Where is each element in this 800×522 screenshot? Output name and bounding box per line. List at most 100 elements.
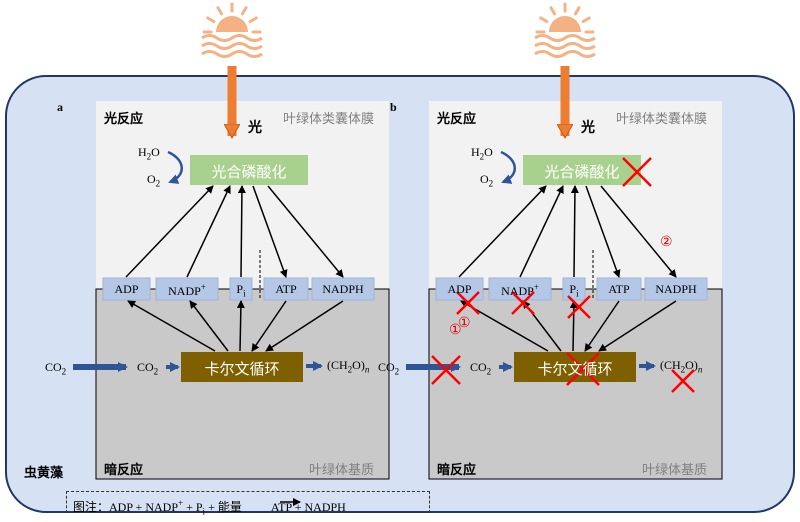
nadph-label-text: NADPH [322,282,364,296]
water-wave [201,50,263,58]
o2-o: O [480,172,489,186]
h2o-label: H2O [471,145,493,161]
legend-result: ATP + NADPH [267,500,346,514]
pi-label: Pi [563,282,585,298]
adp-label: ADP [436,282,483,297]
h2o-h: H [471,145,480,159]
o2-label: O2 [147,172,160,188]
cross-icon [671,369,695,393]
co2-external-label: CO2 [45,360,66,376]
adp-label-text: ADP [114,282,139,296]
adp-label: ADP [103,282,150,297]
light-reaction-label: 光反应 [104,111,144,126]
cross-icon [622,157,652,187]
atp-label-text: ATP [608,282,630,296]
h2o-o: O [151,145,160,159]
stroma-label: 叶绿体基质 [309,462,375,477]
o2-sub: 2 [155,178,161,189]
marker-2: ② [660,235,673,250]
h2o-sub: 2 [479,151,485,162]
pi-sub: i [576,288,579,299]
nadp-label-text: NADP [501,284,534,298]
atp-label: ATP [597,282,641,297]
co2-internal-label: CO2 [137,360,158,376]
adp-box [102,277,151,301]
sun-icon [549,16,581,32]
legend-tail: + 能量 [205,500,242,514]
mol-to-photo-arrow [186,185,231,278]
atp-label: ATP [264,282,308,297]
sun-ray [216,6,223,16]
legend-prefix: 图注：ADP + NADP [73,500,179,514]
nadph-label: NADPH [645,282,707,297]
water-wave [534,42,596,50]
sun-ray [574,6,581,16]
pi-box [229,277,253,301]
co2-external-label: CO2 [378,360,399,376]
pi-label: Pi [230,282,252,298]
nadph-box [311,277,375,301]
photo-to-mol-arrow [600,185,677,278]
water-split-arrow [167,150,183,184]
nadp-label-text: NADP [168,284,201,298]
cross-icon [431,355,461,385]
calvin-to-mol-arrow [236,300,245,352]
co2-ext-text: CO [378,360,395,374]
water-wave [201,34,263,42]
mol-to-photo-arrow [519,185,564,278]
cross-stroke [566,352,600,386]
mol-to-calvin-arrow [584,300,620,352]
carbohydrate-label: (CH2O)n [660,358,702,374]
pi-sub: i [243,288,246,299]
cross-stroke [511,291,535,315]
nadph-label: NADPH [312,282,374,297]
nadph-box [644,277,708,301]
co2-internal-label: CO2 [470,360,491,376]
h2o-o: O [484,145,493,159]
light-label: 光 [248,121,262,136]
h2o-sub: 2 [146,151,152,162]
calvin-to-mol-arrow [127,300,216,352]
pi-label-text: P [569,282,577,296]
calvin-to-mol-arrow [569,300,578,352]
calvin-to-mol-arrow [189,300,229,352]
nadp-label: NADP+ [489,282,551,299]
adp-box [435,277,484,301]
marker-1-duplicate: ① [449,323,462,338]
calvin-cycle-label: 卡尔文循环 [204,362,280,378]
legend-mid: + P [183,500,203,514]
product-a: (CH [660,358,681,372]
water-split-arrow [500,150,516,184]
sun-icon [216,16,248,32]
stroma-label: 叶绿体基质 [642,462,708,477]
mol-to-calvin-arrow [251,300,287,352]
product-b: O) [685,358,698,372]
nadp-sup: + [200,282,206,292]
cross-stroke [567,295,591,319]
thylakoid-membrane-label: 叶绿体类囊体膜 [616,111,708,126]
organism-label: 虫黄藻 [24,465,64,480]
cross-stroke [431,355,461,385]
pi-box [562,277,586,301]
sun-ray [206,16,216,23]
light-reaction-label: 光反应 [437,111,477,126]
co2-int-text: CO [470,360,487,374]
atp-label-text: ATP [275,282,297,296]
atp-box [263,277,309,301]
carbohydrate-label: (CH2O)n [327,358,369,374]
photo-to-mol-arrow [267,185,344,278]
sun-ray [241,6,248,16]
sun-ray [539,16,549,23]
h2o-h: H [138,145,147,159]
cross-stroke [622,157,652,187]
mol-to-photo-arrow [237,185,246,278]
cross-icon [456,291,480,315]
mol-to-photo-arrow [570,185,579,278]
panel-letter: b [390,100,397,114]
calvin-cycle-box [181,352,303,382]
photophosphorylation-box [523,155,641,185]
product-b: O) [352,358,365,372]
product-sub: 2 [347,364,353,375]
photophosphorylation-label: 光合磷酸化 [544,165,620,181]
